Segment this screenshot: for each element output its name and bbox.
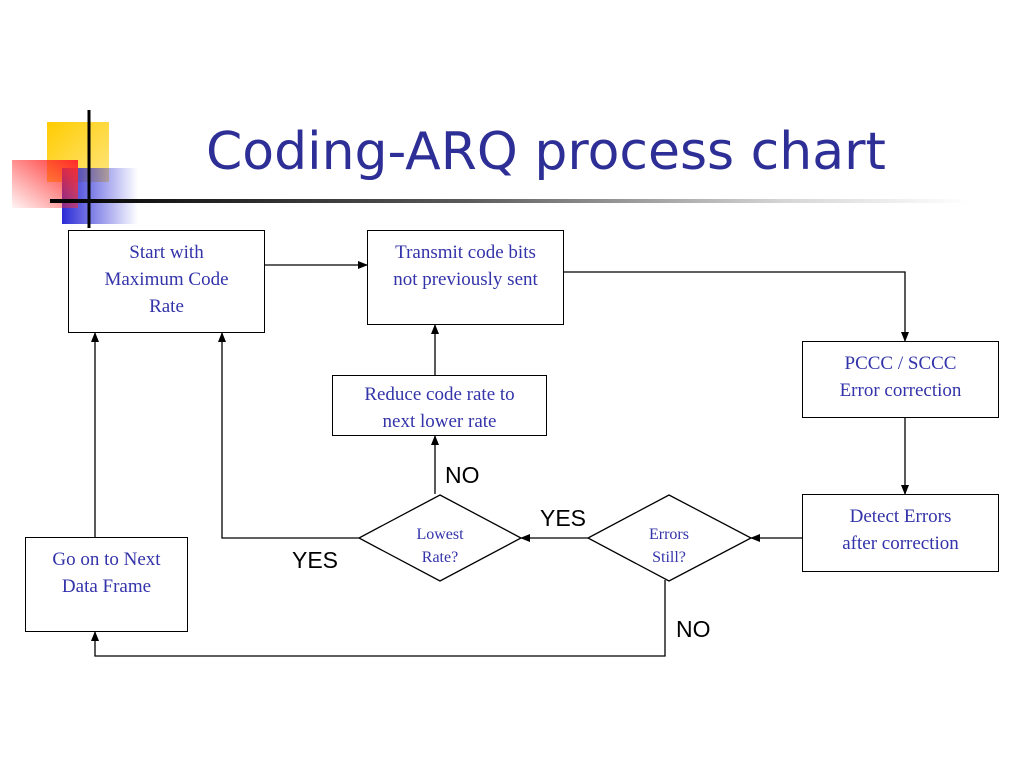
node-pccc-sccc: PCCC / SCCC Error correction (802, 341, 999, 418)
arrow-errors-no-to-next-frame (91, 580, 666, 657)
node-transmit: Transmit code bits not previously sent (367, 230, 564, 325)
title-underline (50, 199, 970, 203)
arrow-transmit-to-pccc (563, 271, 909, 342)
decision-errors-still-shape (586, 494, 753, 582)
node-start: Start with Maximum Code Rate (68, 230, 265, 333)
page-title: Coding-ARQ process chart (206, 122, 886, 182)
edge-label-errors-yes: YES (540, 505, 587, 531)
edge-label-errors-no: NO (676, 616, 711, 642)
logo-decoration (12, 110, 138, 228)
node-lowest-rate: Lowest Rate? (416, 526, 464, 566)
node-detect-errors: Detect Errors after correction (802, 494, 999, 572)
arrow-lowest-yes-to-start (218, 332, 359, 539)
node-next-frame: Go on to Next Data Frame (25, 537, 188, 632)
node-reduce-rate: Reduce code rate to next lower rate (332, 375, 547, 436)
edge-label-lowest-yes: YES (292, 547, 339, 573)
node-errors-still: Errors Still? (649, 526, 689, 566)
edge-label-lowest-no: NO (445, 462, 480, 488)
decision-lowest-rate-shape (357, 494, 523, 582)
